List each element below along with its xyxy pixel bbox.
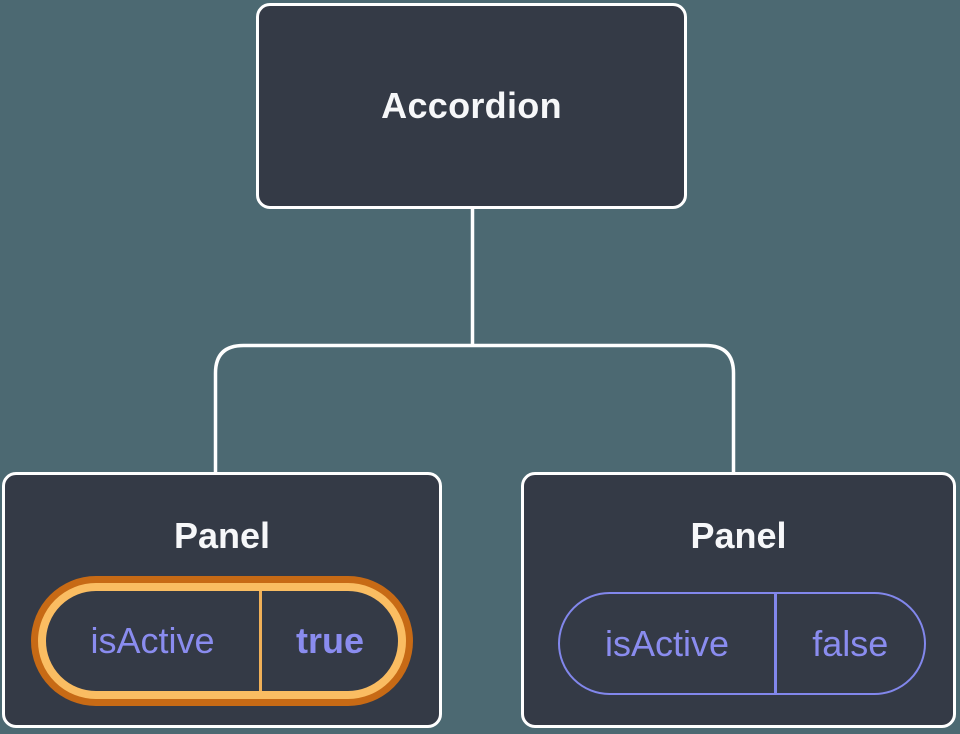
accordion-node: Accordion xyxy=(256,3,687,209)
pill-divider xyxy=(259,591,262,691)
prop-name-cell: isActive xyxy=(560,594,774,693)
accordion-node-label: Accordion xyxy=(381,85,562,126)
panel-node-active: Panel isActive true xyxy=(2,472,442,728)
prop-value-cell: true xyxy=(262,591,398,691)
prop-name-label: isActive xyxy=(90,620,215,661)
prop-name-cell: isActive xyxy=(46,591,259,691)
pill-divider xyxy=(774,594,777,693)
panel-node-label: Panel xyxy=(173,515,271,556)
prop-value-label: true xyxy=(295,620,364,661)
prop-pill-active: isActive true xyxy=(38,583,406,699)
panel-node-label: Panel xyxy=(690,515,787,556)
prop-value-cell: false xyxy=(777,594,925,693)
prop-pill-inactive: isActive false xyxy=(558,592,926,695)
prop-name-label: isActive xyxy=(604,622,730,664)
connector-branch xyxy=(213,343,736,474)
panel-node-inactive: Panel isActive false xyxy=(521,472,956,728)
prop-value-label: false xyxy=(812,622,889,664)
